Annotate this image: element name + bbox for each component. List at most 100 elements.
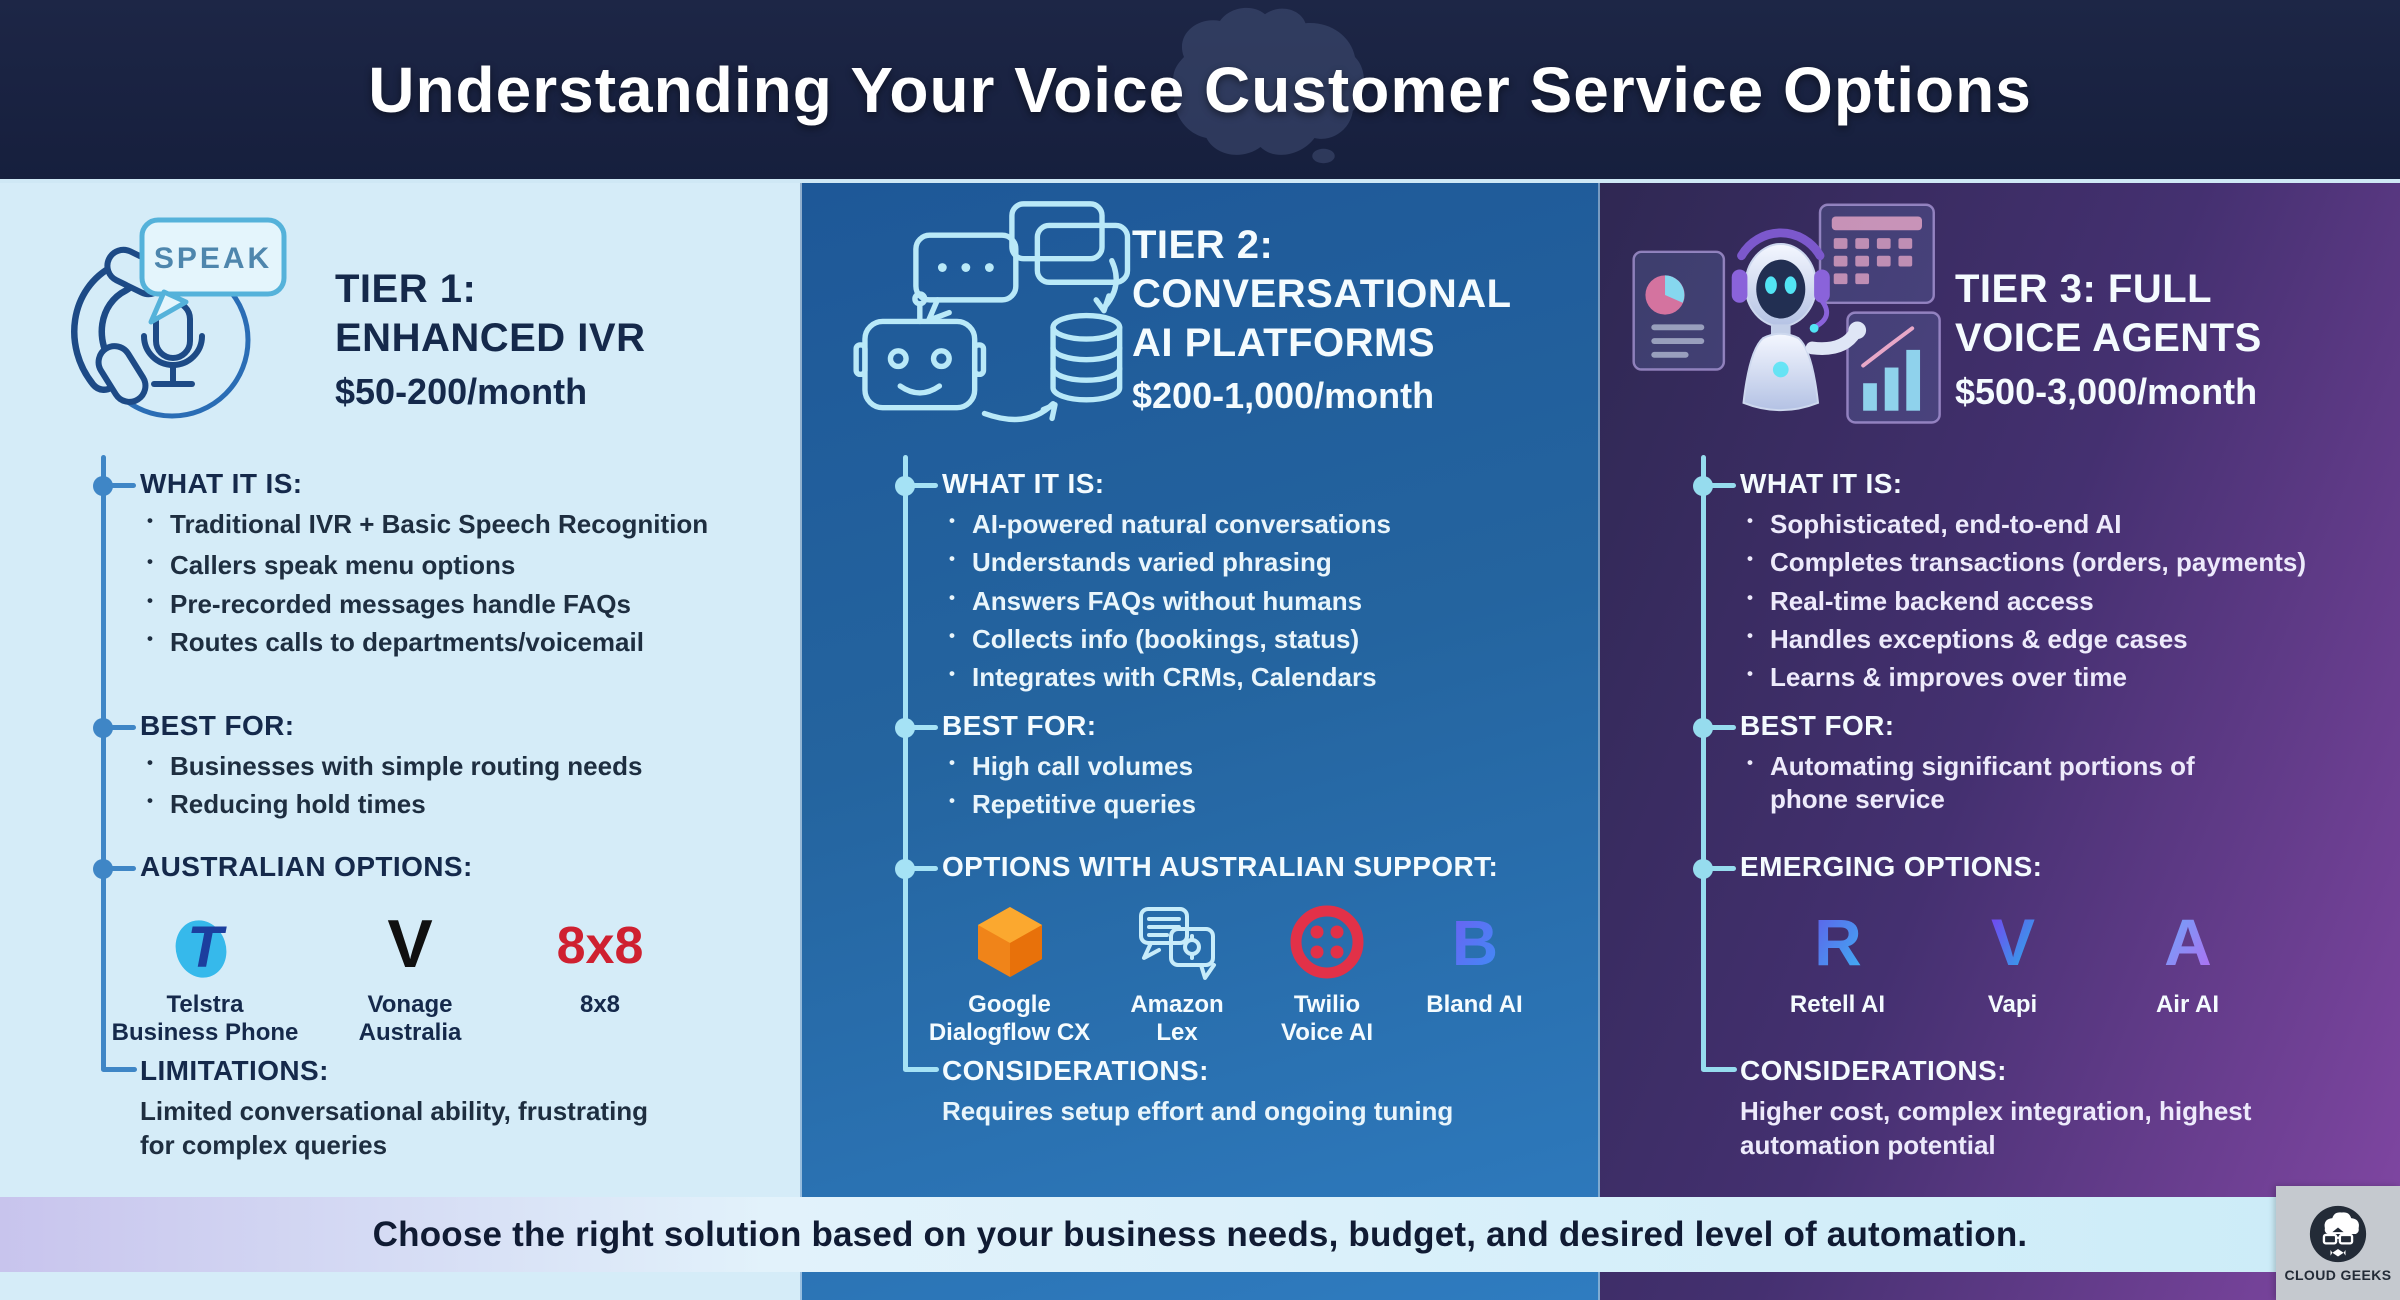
bullet: Learns & improves over time <box>1740 661 2380 694</box>
google-dialogflow-logo <box>917 899 1102 985</box>
twilio-logo <box>1252 899 1402 985</box>
vendor-bland-ai: B Bland AI <box>1402 899 1547 1048</box>
tier2-column: TIER 2: CONVERSATIONAL AI PLATFORMS $200… <box>800 183 1600 1300</box>
chatbot-database-icon <box>852 198 1162 438</box>
timeline-dot <box>93 859 113 879</box>
timeline-tick <box>108 483 136 488</box>
timeline-tick <box>910 483 938 488</box>
retell-ai-logo: R <box>1750 899 1925 985</box>
vendor-label: Australia <box>358 1019 462 1047</box>
vendor-label: Business Phone <box>111 1019 299 1047</box>
tier1-column: SPEAK TIER 1: ENHANCED IVR $50-200/month… <box>0 183 800 1300</box>
timeline-line <box>101 455 106 1071</box>
section-heading: AUSTRALIAN OPTIONS: <box>140 851 473 882</box>
tier3-price: $500-3,000/month <box>1955 370 2258 412</box>
section-heading: CONSIDERATIONS: <box>1740 1055 2007 1086</box>
tier2-title-line1: TIER 2: <box>1132 223 1274 267</box>
what-it-is-section: WHAT IT IS: Traditional IVR + Basic Spee… <box>140 468 780 659</box>
vendor-label: Voice AI <box>1280 1019 1374 1047</box>
vendor-label: Vonage <box>367 991 453 1018</box>
bullet: AI-powered natural conversations <box>942 508 1582 541</box>
speak-bubble-label: SPEAK <box>154 242 272 275</box>
emerging-options-section: EMERGING OPTIONS: R Retell AI <box>1740 851 2380 1019</box>
svg-text:V: V <box>1990 905 2034 979</box>
best-for-section: BEST FOR: Businesses with simple routing… <box>140 710 780 822</box>
australia-map-silhouette <box>1173 7 1365 164</box>
bullet: Completes transactions (orders, payments… <box>1740 546 2380 579</box>
timeline-tick <box>1708 866 1736 871</box>
vendor-vapi: V Vapi <box>1925 899 2100 1019</box>
tier1-title-line2: ENHANCED IVR <box>335 315 646 360</box>
bullet: Collects info (bookings, status) <box>942 623 1582 656</box>
timeline-dot <box>895 476 915 496</box>
timeline-dot <box>895 718 915 738</box>
footer-banner: Choose the right solution based on your … <box>0 1197 2400 1272</box>
tier2-title-line3: AI PLATFORMS <box>1132 320 1436 365</box>
svg-text:T: T <box>187 915 227 980</box>
section-heading: WHAT IT IS: <box>1740 468 1903 499</box>
svg-text:V: V <box>387 906 432 982</box>
best-for-section: BEST FOR: Automating significant portion… <box>1740 710 2380 817</box>
tier3-title: TIER 3: FULL VOICE AGENTS $500-3,000/mon… <box>1955 265 2262 413</box>
timeline-elbow <box>903 1067 939 1072</box>
svg-text:R: R <box>1814 905 1862 979</box>
timeline-dot <box>1693 476 1713 496</box>
what-it-is-section: WHAT IT IS: AI-powered natural conversat… <box>942 468 1582 694</box>
vendor-8x8: 8x8 8x8 <box>510 899 690 1048</box>
tier1-price: $50-200/month <box>335 370 588 412</box>
section-heading: EMERGING OPTIONS: <box>1740 851 2043 882</box>
bullet: Understands varied phrasing <box>942 546 1582 579</box>
timeline-line <box>1701 455 1706 1071</box>
tier1-title-line1: TIER 1: <box>335 267 477 311</box>
ai-voice-agent-robot-icon <box>1622 191 1967 446</box>
timeline-tick <box>108 866 136 871</box>
tier2-title: TIER 2: CONVERSATIONAL AI PLATFORMS $200… <box>1132 221 1512 417</box>
bullet: Repetitive queries <box>942 788 1582 821</box>
timeline-line <box>903 455 908 1071</box>
bullet: Answers FAQs without humans <box>942 585 1582 618</box>
geek-face-icon <box>2309 1205 2367 1262</box>
timeline-tick <box>1708 483 1736 488</box>
timeline-elbow <box>101 1067 137 1072</box>
bullet: Real-time backend access <box>1740 585 2380 618</box>
tier-columns: SPEAK TIER 1: ENHANCED IVR $50-200/month… <box>0 183 2400 1300</box>
bullet: Handles exceptions & edge cases <box>1740 623 2380 656</box>
best-for-section: BEST FOR: High call volumes Repetitive q… <box>942 710 1582 822</box>
bullet: Integrates with CRMs, Calendars <box>942 661 1582 694</box>
vendor-label: Bland AI <box>1426 991 1523 1018</box>
bullet: High call volumes <box>942 750 1582 783</box>
phone-speak-icon: SPEAK <box>45 208 315 443</box>
tier1-title: TIER 1: ENHANCED IVR $50-200/month <box>335 265 645 413</box>
svg-text:8x8: 8x8 <box>557 917 644 975</box>
vendor-label: Lex <box>1156 1019 1198 1047</box>
timeline-dot <box>1693 859 1713 879</box>
considerations-text: Requires setup effort and ongoing tuning <box>942 1096 1454 1126</box>
timeline-dot <box>93 718 113 738</box>
timeline-dot <box>895 859 915 879</box>
limitations-section: LIMITATIONS: Limited conversational abil… <box>140 1055 780 1163</box>
section-heading: OPTIONS WITH AUSTRALIAN SUPPORT: <box>942 851 1499 882</box>
vendor-label: Vapi <box>1987 991 2038 1018</box>
tier3-column: TIER 3: FULL VOICE AGENTS $500-3,000/mon… <box>1600 183 2400 1300</box>
section-heading: LIMITATIONS: <box>140 1055 329 1086</box>
considerations-text: Higher cost, complex integration, highes… <box>1740 1096 2252 1160</box>
vendor-label: Air AI <box>2155 991 2220 1018</box>
tier2-title-line2: CONVERSATIONAL <box>1132 271 1512 316</box>
telstra-logo: T <box>100 899 310 985</box>
vendor-label: Telstra <box>166 991 244 1018</box>
vendor-label: 8x8 <box>579 991 621 1018</box>
what-it-is-section: WHAT IT IS: Sophisticated, end-to-end AI… <box>1740 468 2380 694</box>
limitations-text: Limited conversational ability, frustrat… <box>140 1096 649 1160</box>
bullet: Sophisticated, end-to-end AI <box>1740 508 2380 541</box>
section-heading: WHAT IT IS: <box>942 468 1105 499</box>
air-ai-logo: A <box>2100 899 2275 985</box>
vapi-logo: V <box>1925 899 2100 985</box>
section-heading: BEST FOR: <box>140 710 295 741</box>
